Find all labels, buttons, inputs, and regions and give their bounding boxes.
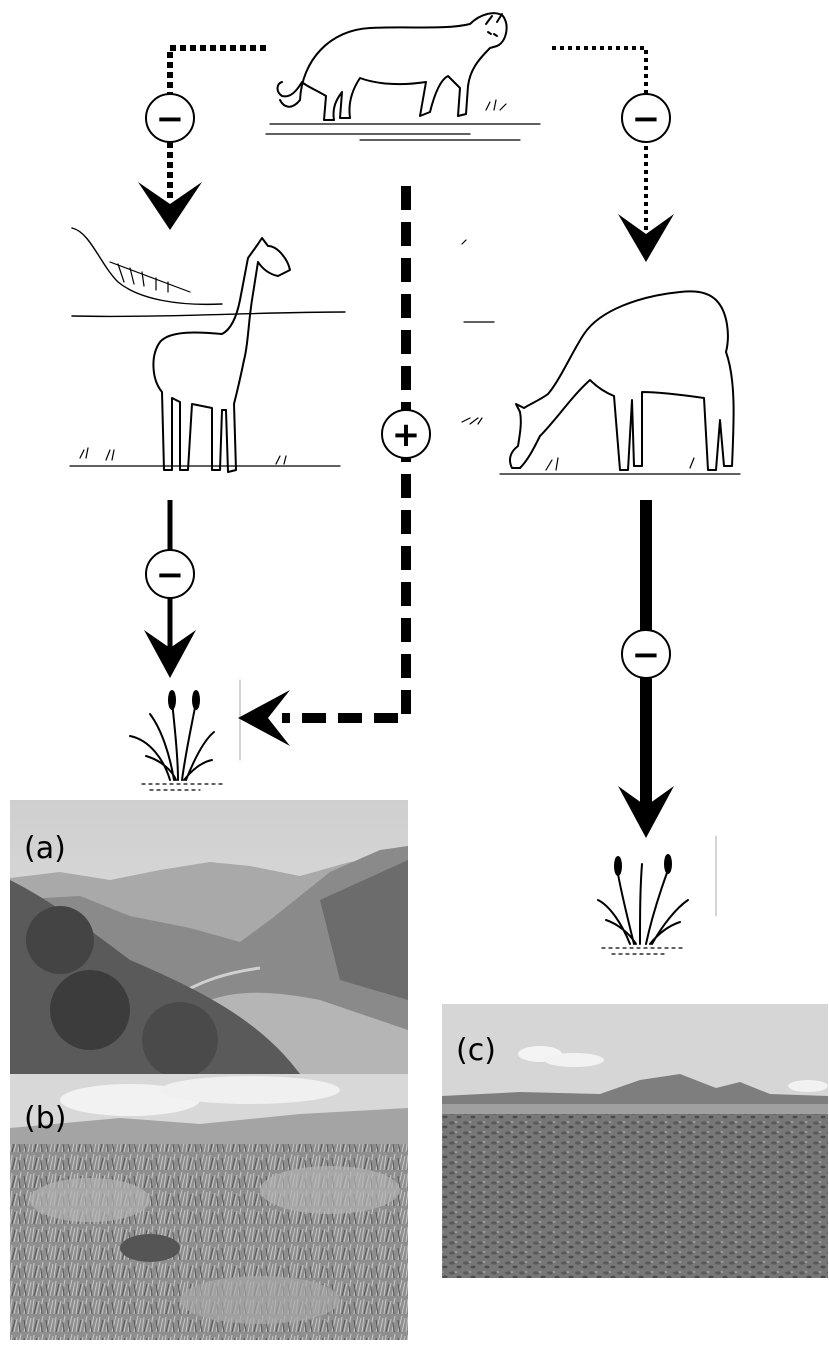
photo-c-gravel-plain: (c): [442, 1004, 828, 1278]
arrowhead-icon: [138, 182, 202, 230]
effect-sign-label: −: [156, 99, 185, 139]
effect-sign-label: −: [632, 99, 661, 139]
photo-a-label: (a): [24, 831, 66, 866]
effect-sign-label: −: [156, 555, 185, 595]
grass-left-drawing: [130, 680, 240, 790]
arrow-puma-to-vigilant-vicuna: −: [138, 48, 266, 230]
arrow-vigilant-vicuna-to-grass-left: −: [144, 500, 196, 678]
photo-c-label: (c): [456, 1033, 496, 1068]
puma-drawing: [266, 13, 540, 140]
arrow-grazing-vicuna-to-grass-right: −: [618, 500, 674, 838]
photo-b-grassland: (b): [10, 1074, 408, 1340]
effect-sign-label: +: [392, 415, 421, 455]
grazing-vicuna-drawing: [462, 240, 740, 474]
effect-sign-label: −: [632, 635, 661, 675]
arrow-puma-to-grazing-vicuna: −: [552, 48, 674, 262]
photo-a-rocky-valley: (a): [10, 800, 408, 1078]
vigilant-vicuna-drawing: [70, 228, 345, 472]
photo-b-label: (b): [24, 1101, 66, 1136]
grass-right-drawing: [598, 836, 716, 954]
